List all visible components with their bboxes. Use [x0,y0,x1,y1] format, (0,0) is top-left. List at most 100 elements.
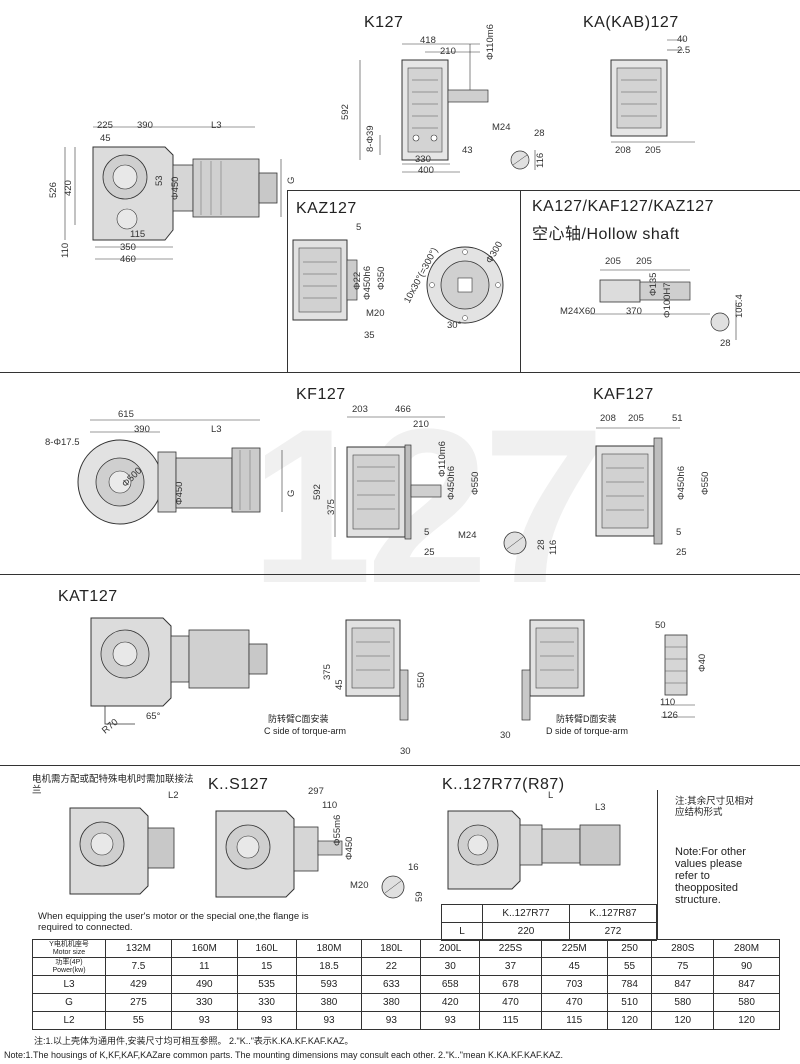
table-cell: 75 [651,957,715,976]
dim-115: 115 [130,229,146,240]
footnote-en: Note:1.The housings of K,KF,KAF,KAZare c… [4,1050,563,1060]
dim-390b: 390 [134,424,150,435]
dim-d450b: Φ450 [174,481,185,505]
dim-30deg: 30° [447,320,462,331]
dim-205b: 205 [636,256,652,267]
dim-375: 375 [326,499,337,515]
dim-208b: 208 [600,413,616,424]
table-cell: 225S [479,939,542,958]
dim-205b2: 205 [628,413,644,424]
table-cell: 470 [479,993,542,1012]
c-side-label-cn: 防转臂C面安装 [268,714,329,724]
dim-d450: Φ450 [170,176,181,200]
c-side-label-en: C side of torque-arm [264,726,347,736]
dim-d450h6b: Φ450h6 [446,466,457,500]
dim-l3: L3 [211,120,222,131]
table-cell: 330 [170,993,238,1012]
table-cell: 580 [651,993,715,1012]
dim-d550: Φ550 [470,471,481,495]
table-cell: 115 [479,1011,542,1030]
dim-28c: 28 [536,539,547,550]
table-cell: 45 [540,957,608,976]
motor-note-cn: 电机需方配或配特殊电机时需加联接法兰 [32,774,194,796]
dim-m24x60: M24X60 [560,306,596,317]
dim-615: 615 [118,409,134,420]
dim-526: 526 [48,182,59,198]
kab127-drawing [610,39,695,143]
k-motor-flange-drawing [69,807,175,895]
table-cell: 55 [105,1011,172,1030]
dim-30b: 30 [500,730,511,741]
dim-208: 208 [615,145,631,156]
dim-116: 116 [535,152,546,168]
table-cell: 420 [420,993,481,1012]
table-cell: 580 [713,993,780,1012]
kaz127-drawing [292,239,358,321]
dim-16: 16 [408,862,419,873]
table-cell: 93 [420,1011,481,1030]
dim-460: 460 [120,254,136,265]
kr127-title: K..127R77(R87) [442,776,565,793]
table-cell: 11 [170,957,238,976]
dim-d350: Φ350 [376,266,387,290]
dim-d110: Φ110m6 [485,24,496,60]
ks127-drawing [215,810,343,898]
dim-126: 126 [662,710,678,721]
side-note-en: Note:For other values please refer to th… [675,846,746,906]
dim-466: 466 [395,404,411,415]
r-table-header: K..127R87 [569,904,657,923]
kat127-d-side-drawing [521,619,585,721]
dim-210b: 210 [413,419,429,430]
kat127-pin-drawing [661,634,695,718]
dim-m20b: M20 [350,880,369,891]
table-cell: 160M [170,939,238,958]
table-cell: 93 [295,1011,363,1030]
dim-210: 210 [440,46,456,57]
dim-d550b: Φ550 [700,471,711,495]
d-side-label-en: D side of torque-arm [546,726,629,736]
kaf127-drawing [595,427,680,545]
table-row: L3 429 490 535 593 633 658 678 703 784 8… [32,975,780,994]
table-cell: 120 [606,1011,653,1030]
section-divider [0,574,800,575]
dim-418: 418 [420,35,436,46]
dim-8-17-5: 8-Φ17.5 [45,437,80,448]
kf127-title: KF127 [296,386,346,403]
dim-65deg: 65° [146,711,161,722]
dim-43: 43 [462,145,473,156]
dim-110c: 110 [322,800,338,811]
table-cell: 633 [361,975,422,994]
r-table-blank [441,904,483,923]
kaf127-title: KAF127 [593,386,654,403]
table-cell: 180M [295,939,363,958]
background-watermark: 127 [250,383,605,629]
dim-225: 225 [97,120,113,131]
table-cell: 280S [651,939,715,958]
table-cell: 510 [606,993,653,1012]
table-cell: 280M [713,939,780,958]
section-divider [287,190,288,372]
table-cell: 90 [713,957,780,976]
dim-28b: 28 [720,338,731,349]
dim-g2: G [286,489,297,497]
table-cell: 330 [236,993,297,1012]
dim-8-39: 8-Φ39 [365,125,376,152]
dim-390: 390 [137,120,153,131]
table-cell: 37 [479,957,542,976]
table-cell: 703 [540,975,608,994]
dim-d450h6c: Φ450h6 [676,466,687,500]
ks-key-section-icon [381,875,405,899]
dim-d55: Φ55m6 [332,814,343,846]
table-cell: 678 [479,975,542,994]
kf127-front-drawing [334,416,445,540]
dim-5b: 5 [424,527,430,538]
table-cell: 847 [713,975,780,994]
dim-59: 59 [414,891,425,902]
table-cell: 593 [295,975,363,994]
table-cell: 275 [105,993,172,1012]
table-cell: 93 [170,1011,238,1030]
kat127-c-side-drawing [345,619,409,721]
dim-d450h6: Φ450h6 [362,266,373,300]
table-row-label: 功率(4P)Power(kw) [32,957,106,976]
